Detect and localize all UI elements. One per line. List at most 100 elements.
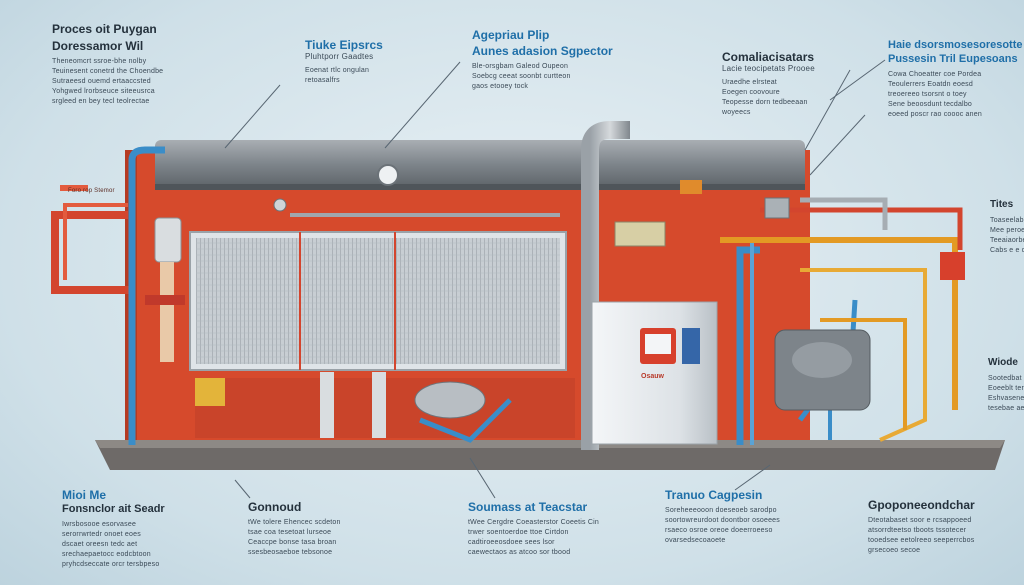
leader-lines [224, 59, 886, 499]
label-subtitle: Pluhtporr Gaadtes [305, 52, 374, 61]
pipe-grey-right [800, 197, 888, 230]
label-line: serorrwrtedr onoet eoes [62, 531, 141, 538]
label-line: Teopesse dorn tedbeeaan [722, 99, 808, 106]
label-line: Teoulerrers Eoatdn eoesd [888, 81, 973, 88]
label-title: Pussesin Tril Eupesoans [888, 53, 1018, 65]
label-line: tooedsee eetolreeo seeperrcbos [868, 537, 975, 544]
label-line: Cowa Choeatter coe Pordea [888, 71, 982, 78]
label-line: tWe tolere Ehencec scdeton [248, 519, 341, 526]
label-line: Soebcg ceeat soonbt curtteon [472, 73, 571, 80]
label-title: Tites [990, 199, 1014, 210]
label-line: dscaet oreesn tedc aet [62, 541, 138, 548]
label-line: grsecoeo secoe [868, 547, 921, 554]
top-tank [155, 140, 805, 188]
label-line: srgleed en bey tecl teolrectae [52, 98, 150, 105]
label-bottom-center: Soumass at Teacstar tWee Cergdre Coeaste… [468, 500, 599, 558]
label-line: tsae coa tesetoat lurseoe [248, 529, 332, 536]
label-line: ovarsedsecoaoete [665, 537, 726, 544]
tank-band [155, 184, 805, 190]
label-line: srechaepaetocc eodcbtoon [62, 551, 151, 558]
label-title: Tranuo Cagpesin [665, 488, 763, 502]
label-title: Mioi Me [62, 488, 106, 502]
pipe-grey-vertical [581, 121, 630, 450]
label-far-right-low: Wiode Sootedbat Eoeeblt ter Eshvasenee t… [988, 356, 1024, 414]
label-line: Cabs e e dee [990, 247, 1024, 254]
label-far-right-mid: Tites Toaseelabr Mee peroels Teeaiaorbe … [990, 198, 1024, 256]
controller-brand: Osauw [641, 373, 665, 380]
label-title: Aunes adasion Sgpector [472, 44, 613, 58]
label-bottom-right: Gpoponeeondchar Dteotabaset soor e rcsap… [868, 498, 975, 556]
label-bottom-center-right: Tranuo Cagpesin Soreheeeooon doeseoeb sa… [665, 488, 780, 546]
label-top-left: Proces oit Puygan Doressamor Wil Theneom… [52, 22, 163, 107]
label-title: Comaliacisatars [722, 50, 815, 64]
label-line: Toaseelabr [990, 217, 1024, 224]
label-top-center: Agepriau Plip Aunes adasion Sgpector Ble… [472, 28, 613, 92]
pipe-blue-left [128, 146, 165, 445]
label-line: treoereeo tsorsnt o toey [888, 91, 967, 98]
base-platform-top [95, 440, 1005, 448]
label-line: Ble-orsgbam Galeod Oupeon [472, 63, 569, 70]
label-title: Doressamor Wil [52, 39, 144, 53]
control-cabinet [591, 301, 718, 445]
label-line: Ceaccpe bonse tasa broan [248, 539, 337, 546]
label-subtitle: Lacie teocipetats Prooee [722, 64, 815, 73]
pipe-red-left [51, 211, 130, 294]
pipe-blue-bottom [419, 398, 512, 443]
label-line: Eoenat rtlc ongulan [305, 67, 370, 74]
label-far-right-top: Haie dsorsmosesoresotte Pussesin Tril Eu… [888, 38, 1023, 120]
label-line: Sootedbat [988, 375, 1022, 382]
label-line: Yohgwed lrorbseuce siteeusrca [52, 88, 155, 95]
label-title: Gpoponeeondchar [868, 498, 975, 512]
label-title: Gonnoud [248, 500, 302, 514]
label-line: soortowreurdoot doontbor osoeees [665, 517, 780, 524]
label-line: Foro rop Stemor [68, 188, 115, 194]
label-line: atsorrdteetso tboots tssotecer [868, 527, 967, 534]
label-unit-pipe: Foro rop Stemor [68, 186, 115, 196]
pressure-gauge [377, 164, 399, 186]
label-line: Teuinesent conetrd the Choendbe [52, 68, 164, 75]
label-line: pryhcdseccate orcr tersbpeso [62, 561, 160, 568]
label-title: Fonsnclor ait Seadr [62, 503, 165, 515]
label-line: trwer soentoerdoe ttoe Cirtdon [468, 529, 569, 536]
label-line: Uraedhe elrsteat [722, 79, 777, 86]
pipe-red-right [760, 207, 963, 250]
pipe-orange-low [820, 318, 907, 430]
pipe-red-left-2 [63, 203, 128, 280]
label-line: Mee peroels [990, 227, 1024, 234]
label-title: Proces oit Puygan [52, 22, 157, 36]
label-line: tWee Cergdre Coeasterstor Coeetis Cin [468, 519, 599, 526]
label-line: rsaeco osroe oreoe doeerroeeso [665, 527, 773, 534]
radiator-fins [196, 238, 560, 364]
label-line: cadtiroeeosdoee sees lsor [468, 539, 555, 546]
label-top-right: Comaliacisatars Lacie teocipetats Prooee… [722, 50, 815, 118]
label-line: caewectaos as atcoo sor tbood [468, 549, 571, 556]
label-line: Eoeeblt ter [988, 385, 1024, 392]
label-line: Sutraeesd ouemd ertaaccsted [52, 78, 151, 85]
pipe-orange-mid [800, 268, 927, 442]
label-line: Eoegen coovoure [722, 89, 780, 96]
label-line: Teeaiaorbe [990, 237, 1024, 244]
label-line: Sene beoosdunt tecdalbo [888, 101, 972, 108]
label-line: Dteotabaset soor e rcsappoeed [868, 517, 972, 524]
label-line: Theneomcrt ssroe-bhe nolby [52, 58, 147, 65]
label-line: Eshvasenee [988, 395, 1024, 402]
label-title: Haie dsorsmosesoresotte [888, 39, 1023, 51]
label-title: Tiuke Eipsrcs [305, 38, 383, 52]
label-title: Wiode [988, 357, 1018, 368]
label-line: eoeed poscr rao coooc anen [888, 111, 982, 118]
label-line: tesebae aeo [988, 405, 1024, 412]
label-title: Soumass at Teacstar [468, 500, 588, 514]
label-top-center-left: Tiuke Eipsrcs Pluhtporr Gaadtes Eoenat r… [305, 38, 383, 86]
label-line: Soreheeeooon doeseoeb sarodpo [665, 507, 777, 514]
label-bottom-left: Gonnoud tWe tolere Ehencec scdeton tsae … [248, 500, 341, 558]
label-line: woyeecs [722, 109, 751, 116]
label-line: Iwrsbosooe esorvasee [62, 521, 137, 528]
label-line: retoasalfrs [305, 77, 340, 84]
pump-motor [414, 381, 486, 419]
label-line: gaos etooey tock [472, 83, 529, 90]
expansion-tank [154, 217, 182, 263]
label-line: ssesbeosaeboe tebsonoe [248, 549, 333, 556]
pipe-orange-top [720, 237, 958, 410]
label-bottom-far-left: Mioi Me Fonsnclor ait Seadr Iwrsbosooe e… [62, 488, 165, 570]
